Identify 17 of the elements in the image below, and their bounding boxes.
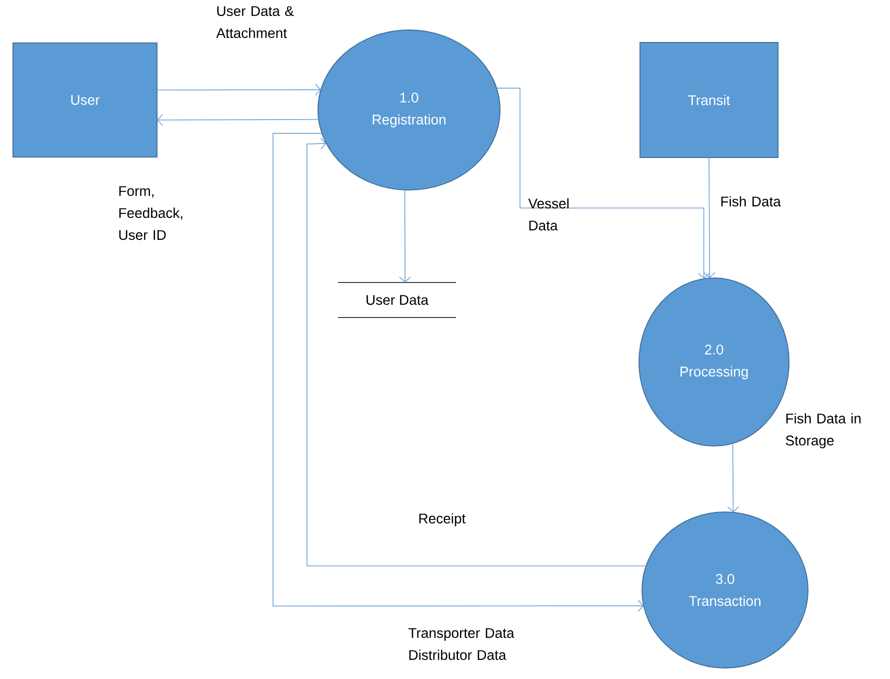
arrow bbox=[306, 138, 646, 566]
arrow bbox=[727, 442, 740, 512]
edge-label: Form, Feedback, User ID bbox=[119, 186, 182, 240]
edge-label: Transporter Data Distributor Data bbox=[408, 628, 514, 660]
arrow bbox=[399, 190, 411, 282]
data-store: User Data bbox=[338, 282, 456, 318]
arrow bbox=[157, 114, 320, 126]
edge-label: Fish Data bbox=[721, 196, 781, 206]
arrow bbox=[156, 84, 321, 96]
arrow bbox=[496, 88, 710, 279]
edge-label: Vessel Data bbox=[528, 198, 569, 230]
entity-box: Transit bbox=[640, 42, 778, 158]
edge-label: User Data & Attachment bbox=[216, 6, 294, 38]
edge-label: Receipt bbox=[419, 513, 466, 526]
arrow bbox=[272, 132, 644, 612]
arrow bbox=[704, 157, 716, 278]
entity-box: User bbox=[12, 42, 158, 158]
